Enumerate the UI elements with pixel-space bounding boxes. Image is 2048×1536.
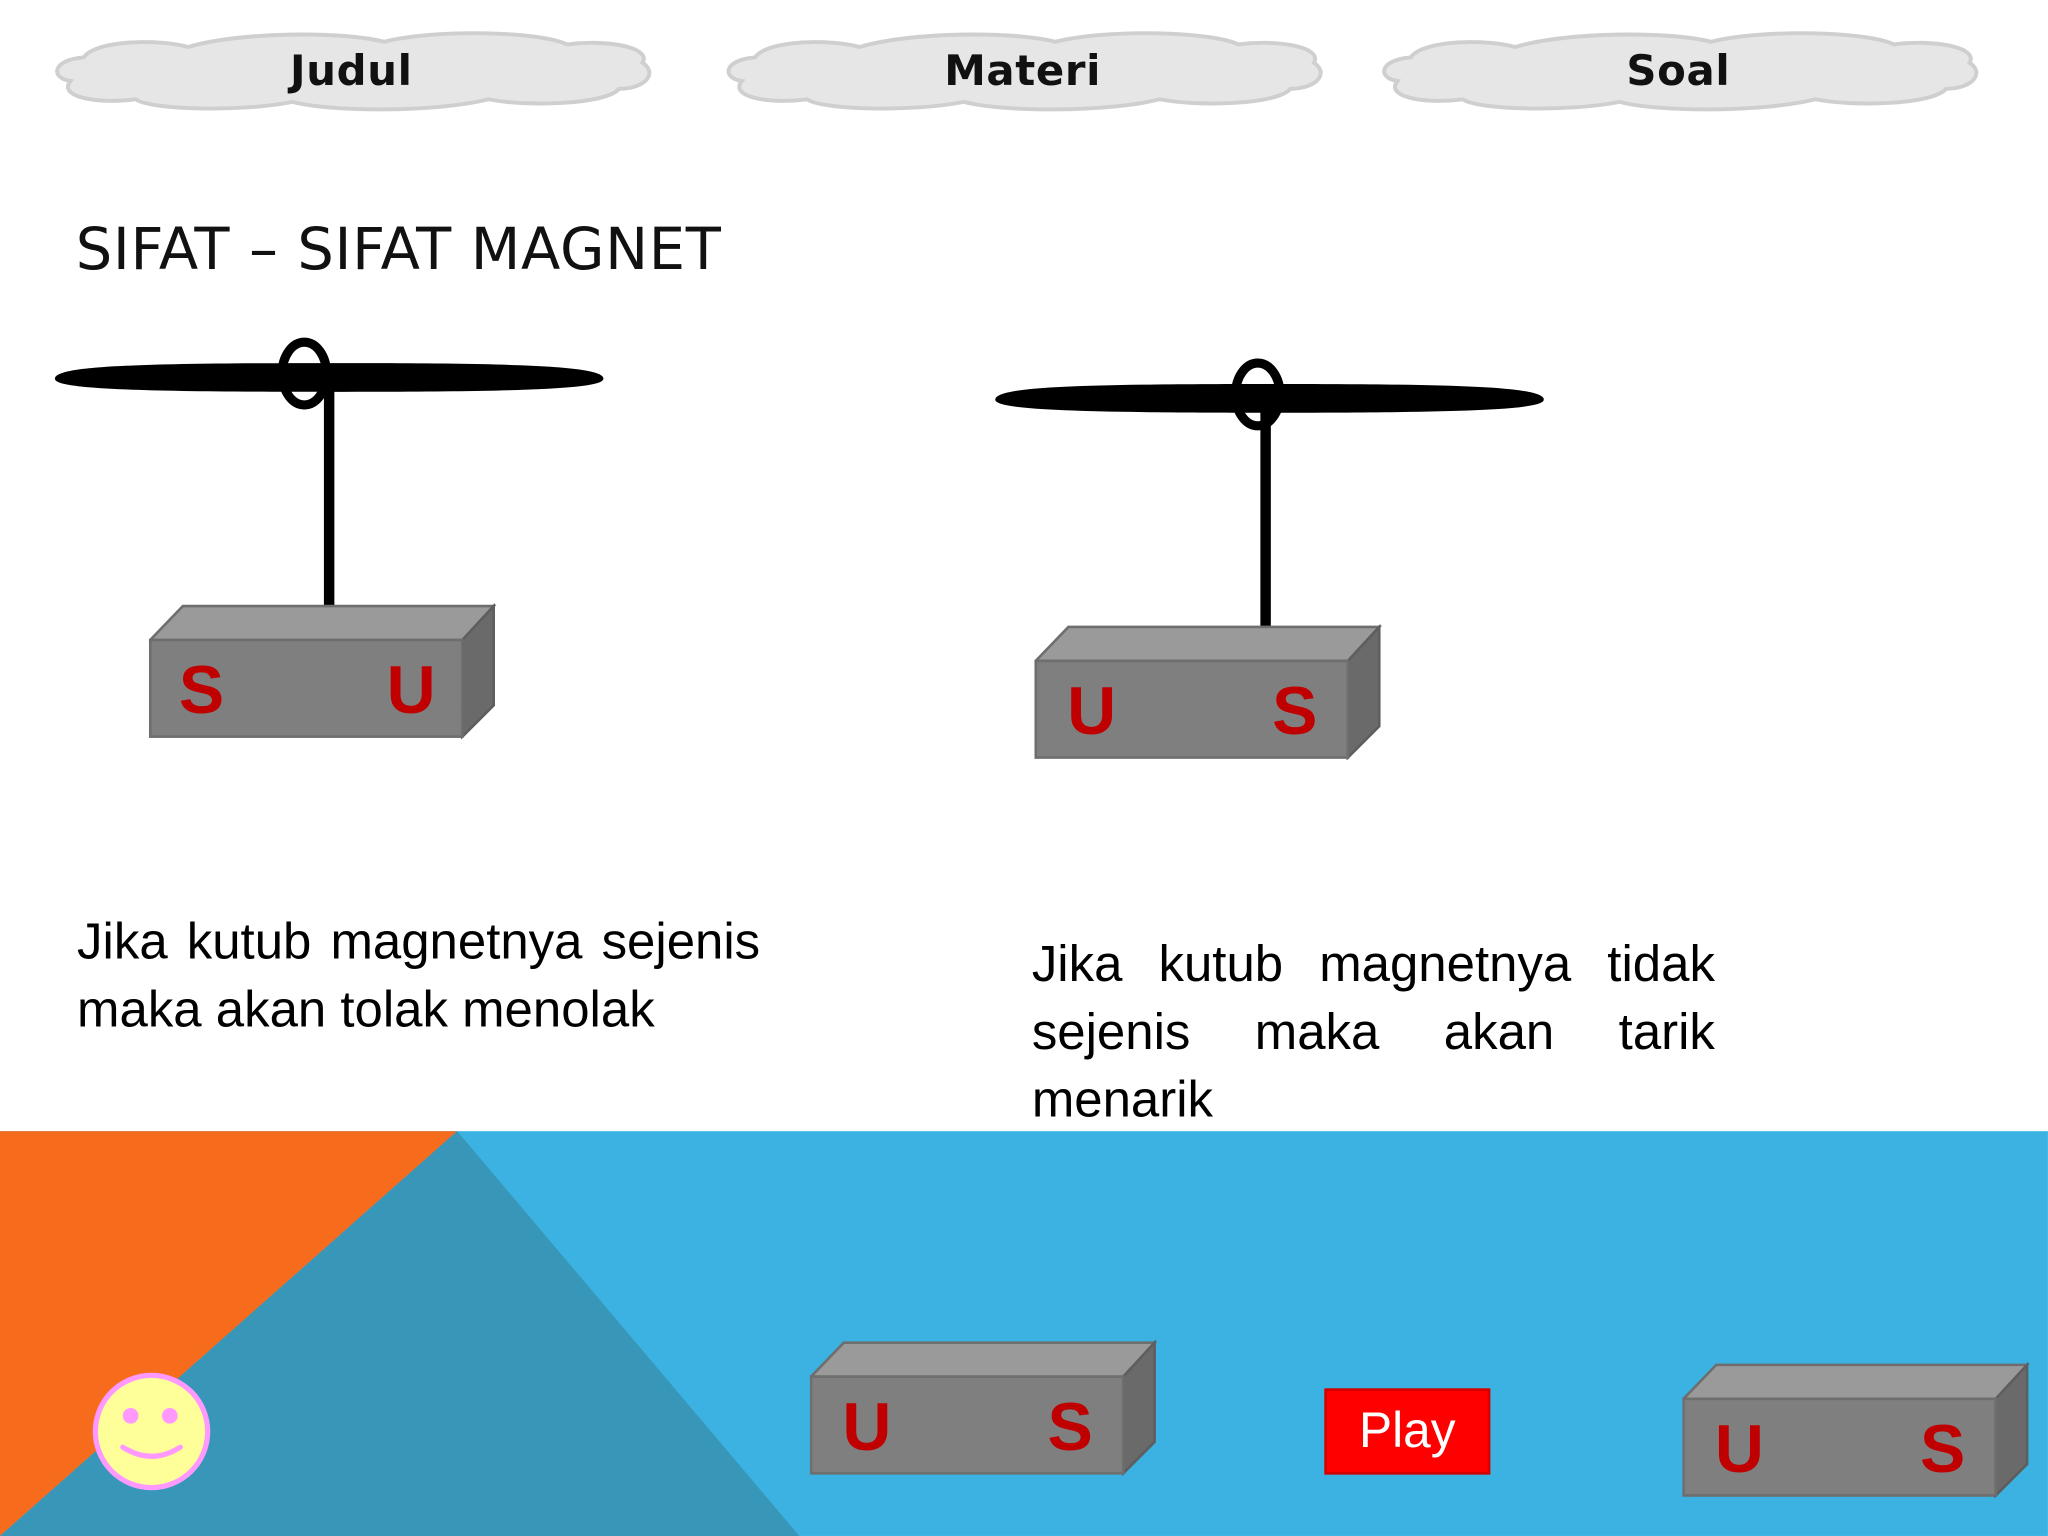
magnet-shape [148,603,497,740]
magnet-left: S U [148,603,497,740]
magnet-shape [809,1340,1158,1476]
cloud-shape [1382,31,1979,112]
magnet-pole-right: S [1919,1411,1966,1488]
nav-button-label: Soal [1626,45,1731,96]
hanging-stand-left [54,337,604,612]
nav-button-judul[interactable]: Judul [44,29,658,113]
description-right: Jika kutub magnetnya tidak sejenis maka … [1031,936,1715,1129]
cloud-shape [726,31,1323,112]
nav-button-materi[interactable]: Materi [716,29,1330,113]
magnet-shape [1682,1362,2030,1499]
nav-button-soal[interactable]: Soal [1371,29,1985,113]
magnet-shape [1034,624,1382,761]
magnet-bottom-right[interactable]: U S [1682,1362,2030,1499]
magnet-bottom-center[interactable]: U S [809,1340,1158,1476]
description-left: Jika kutub magnetnya sejenis maka akan t… [77,914,761,1039]
magnet-pole-left: U [842,1389,892,1466]
nav-button-label: Materi [944,45,1102,96]
magnet-pole-right: U [386,653,436,729]
page-title: SIFAT – SIFAT MAGNET [75,216,722,284]
magnet-pole-left: S [178,653,225,729]
cloud-shape [55,31,652,112]
play-button[interactable]: Play [1324,1388,1491,1475]
hanging-stand-right [995,358,1544,633]
magnet-pole-left: U [1067,673,1117,750]
magnet-right: U S [1034,624,1382,761]
magnet-pole-left: U [1714,1411,1764,1488]
smiley-icon[interactable] [91,1371,211,1491]
magnet-pole-right: S [1047,1389,1093,1466]
magnet-pole-right: S [1272,673,1318,750]
nav-button-label: Judul [290,45,413,96]
